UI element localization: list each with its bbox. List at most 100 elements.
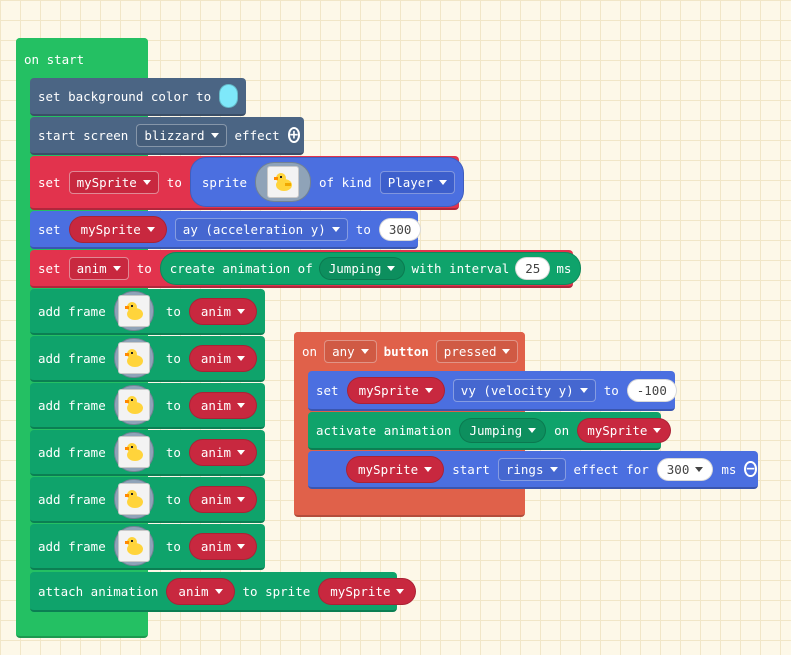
effect-for-label: effect for <box>573 461 649 477</box>
sprite-effect-value: rings <box>505 461 544 477</box>
anim-variable-reporter[interactable]: anim <box>166 577 235 605</box>
sprite-variable-value: mySprite <box>587 422 648 438</box>
duck-frame-icon[interactable] <box>113 526 154 566</box>
anim-variable-value: anim <box>76 260 107 276</box>
animation-type-dropdown[interactable]: Jumping <box>318 256 406 280</box>
button-label: button <box>383 343 429 359</box>
sprite-variable-value: mySprite <box>358 382 419 398</box>
sprite-kind-dropdown[interactable]: Player <box>379 170 455 194</box>
chevron-down-icon <box>360 348 369 354</box>
duck-frame-icon[interactable] <box>113 432 154 472</box>
chevron-down-icon <box>214 588 223 594</box>
sprite-variable-reporter[interactable]: mySprite <box>577 417 672 443</box>
chevron-down-icon <box>237 402 245 408</box>
anim-variable-value: anim <box>200 491 231 507</box>
chevron-down-icon <box>653 427 662 433</box>
sprite-property-dropdown[interactable]: vy (velocity y) <box>452 378 596 402</box>
activate-animation-block[interactable]: activate animation Jumping on mySprite <box>308 412 672 450</box>
sprite-start-effect-block[interactable]: mySprite start rings effect for 300 ms − <box>308 451 758 489</box>
anim-variable-value: anim <box>200 538 231 554</box>
duck-frame-icon[interactable] <box>113 479 154 519</box>
set-sprite-block[interactable]: set mySprite to sprite of kind Player <box>30 156 464 210</box>
chevron-down-icon <box>237 496 245 502</box>
anim-variable-reporter[interactable]: anim <box>188 391 257 419</box>
add-frame-block[interactable]: add frame to anim <box>30 383 265 429</box>
chevron-down-icon <box>142 179 151 185</box>
velocity-value-input[interactable]: -100 <box>626 378 677 402</box>
start-label: start <box>452 461 490 477</box>
anim-variable-reporter[interactable]: anim <box>188 297 257 325</box>
add-frame-block[interactable]: add frame to anim <box>30 430 265 476</box>
sprite-variable-value: mySprite <box>358 461 419 477</box>
button-event-dropdown[interactable]: pressed <box>435 339 519 363</box>
button-dropdown[interactable]: any <box>324 339 377 363</box>
interval-label: with interval <box>411 260 510 276</box>
start-screen-label: start screen <box>38 127 129 143</box>
anim-variable-reporter[interactable]: anim <box>188 532 257 560</box>
sprite-variable-value: mySprite <box>80 221 141 237</box>
on-label: on <box>554 422 570 438</box>
sprite-property-dropdown[interactable]: ay (acceleration y) <box>174 217 348 241</box>
add-frame-block[interactable]: add frame to anim <box>30 289 265 335</box>
add-frame-block[interactable]: add frame to anim <box>30 524 265 570</box>
chevron-down-icon <box>146 226 155 232</box>
anim-variable-reporter[interactable]: anim <box>188 485 257 513</box>
attach-animation-block[interactable]: attach animation anim to sprite mySprite <box>30 572 417 612</box>
anim-variable-reporter[interactable]: anim <box>188 344 257 372</box>
start-screen-effect-block[interactable]: start screen blizzard effect + <box>30 117 304 155</box>
sprite-effect-dropdown[interactable]: rings <box>497 457 566 481</box>
on-button-pressed-header[interactable]: on any button pressed <box>294 332 525 370</box>
button-event-value: pressed <box>443 343 497 359</box>
add-frame-label: add frame <box>38 444 106 460</box>
sprite-variable-reporter[interactable]: mySprite <box>346 455 445 483</box>
chevron-down-icon <box>424 387 433 393</box>
add-frame-block[interactable]: add frame to anim <box>30 477 265 523</box>
set-background-color-block[interactable]: set background color to <box>30 78 246 116</box>
set-sprite-velocity-block[interactable]: set mySprite vy (velocity y) to -100 <box>308 371 677 411</box>
interval-input[interactable]: 25 <box>515 256 551 280</box>
to-label: to <box>166 174 182 190</box>
sprite-variable-reporter[interactable]: mySprite <box>68 215 167 243</box>
sprite-label: sprite <box>201 174 248 190</box>
acceleration-value-input[interactable]: 300 <box>378 217 422 241</box>
create-sprite-reporter[interactable]: sprite of kind Player <box>189 157 464 207</box>
on-label: on <box>302 343 318 359</box>
duck-frame-icon[interactable] <box>113 291 154 331</box>
anim-variable-value: anim <box>200 444 231 460</box>
on-start-header[interactable] <box>16 38 148 78</box>
effect-duration-dropdown[interactable]: 300 <box>656 457 714 481</box>
screen-effect-dropdown[interactable]: blizzard <box>136 123 227 147</box>
add-frame-label: add frame <box>38 350 106 366</box>
background-color-swatch[interactable] <box>219 84 238 108</box>
to-sprite-label: to sprite <box>242 583 311 599</box>
sprite-variable-reporter[interactable]: mySprite <box>346 376 445 404</box>
set-animation-variable-block[interactable]: set anim to create animation of Jumping … <box>30 250 582 288</box>
sprite-variable-reporter[interactable]: mySprite <box>318 577 417 605</box>
sprite-property-value: ay (acceleration y) <box>182 221 326 237</box>
plus-circle-icon[interactable]: + <box>287 127 301 143</box>
animation-type-dropdown[interactable]: Jumping <box>459 417 547 443</box>
add-frame-label: add frame <box>38 491 106 507</box>
set-sprite-property-block[interactable]: set mySprite ay (acceleration y) to 300 <box>30 211 422 249</box>
chevron-down-icon <box>549 466 558 472</box>
anim-variable-reporter[interactable]: anim <box>188 438 257 466</box>
anim-variable-value: anim <box>200 350 231 366</box>
sprite-variable-dropdown[interactable]: mySprite <box>68 170 159 194</box>
duck-frame-icon[interactable] <box>113 338 154 378</box>
add-frame-label: add frame <box>38 538 106 554</box>
chevron-down-icon <box>237 355 245 361</box>
set-background-color-text: set background color to <box>38 88 212 104</box>
chevron-down-icon <box>424 466 433 472</box>
add-frame-block[interactable]: add frame to anim <box>30 336 265 382</box>
sprite-property-value: vy (velocity y) <box>460 382 574 398</box>
duck-sprite-icon[interactable] <box>255 162 312 202</box>
duck-frame-icon[interactable] <box>113 385 154 425</box>
anim-variable-dropdown[interactable]: anim <box>68 256 129 280</box>
create-animation-reporter[interactable]: create animation of Jumping with interva… <box>159 251 582 285</box>
minus-circle-icon[interactable]: − <box>744 461 757 477</box>
duration-unit: ms <box>721 461 737 477</box>
chevron-down-icon <box>502 348 511 354</box>
to-label: to <box>165 491 181 507</box>
chevron-down-icon <box>331 226 340 232</box>
sprite-variable-value: mySprite <box>76 174 137 190</box>
